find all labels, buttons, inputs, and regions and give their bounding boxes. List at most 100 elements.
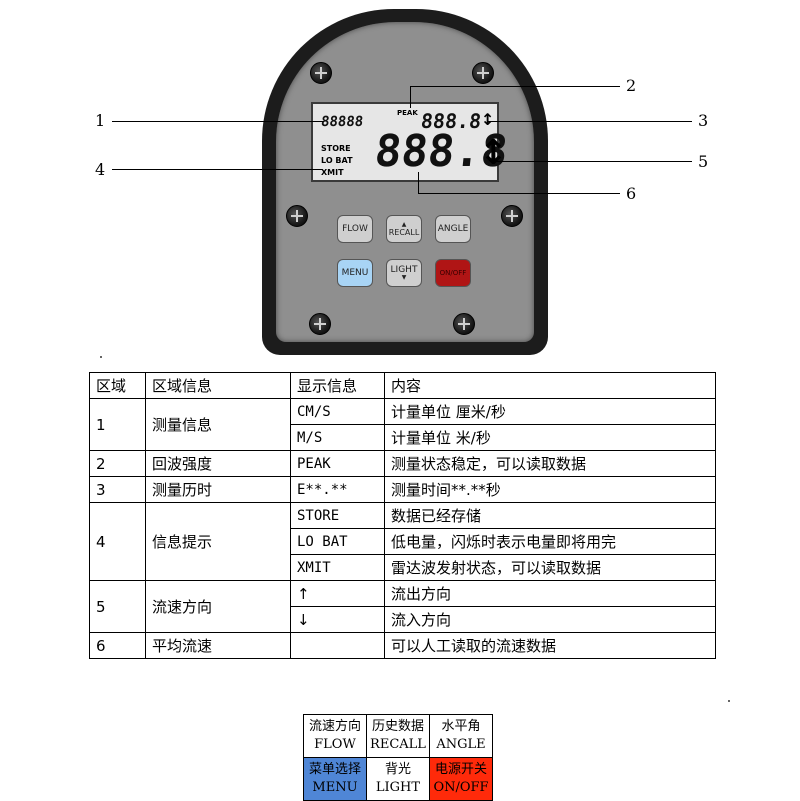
table-row: 3 测量历时 E**.** 测量时间**.**秒	[89, 476, 716, 503]
screw-icon	[472, 62, 494, 84]
key-flow-cn: 流速方向	[308, 719, 361, 734]
light-button-label: LIGHT	[390, 264, 418, 275]
leader-line-6	[418, 193, 620, 194]
zone-info-cell: 流速方向	[145, 580, 291, 633]
zone-cell: 3	[89, 476, 146, 503]
leader-line-5	[490, 161, 692, 162]
zone-info-cell: 信息提示	[145, 502, 291, 581]
zone-info-cell: 测量信息	[145, 398, 291, 451]
content-cell: 流入方向	[384, 606, 716, 633]
callout-2: 2	[626, 76, 637, 95]
scan-dot	[100, 356, 102, 358]
table-row: 2 回波强度 PEAK 测量状态稳定，可以读取数据	[89, 450, 716, 477]
key-onoff-cn: 电源开关	[434, 762, 487, 777]
content-cell: 计量单位 厘米/秒	[384, 398, 716, 425]
zone-info-cell: 回波强度	[145, 450, 291, 477]
content-cell: 流出方向	[384, 580, 716, 607]
power-button[interactable]: ON/OFF	[435, 259, 471, 287]
flow-button[interactable]: FLOW	[337, 215, 373, 243]
zone-cell: 1	[89, 398, 146, 451]
device-body	[262, 9, 548, 355]
table-row: 4 信息提示 STORE 数据已经存储	[89, 502, 716, 581]
content-cell: 低电量，闪烁时表示电量即将用完	[384, 528, 716, 555]
table-header-row: 区域 区域信息 显示信息 内容	[89, 372, 716, 399]
screw-icon	[309, 313, 331, 335]
key-onoff: 电源开关 ON/OFF	[429, 757, 493, 801]
callout-5: 5	[698, 152, 709, 171]
key-menu-cn: 菜单选择	[308, 762, 361, 777]
up-arrow-icon: ↑	[290, 580, 385, 607]
leader-line-6-vertical	[418, 172, 419, 194]
zone-cell: 2	[89, 450, 146, 477]
table-row: LO BAT 低电量，闪烁时表示电量即将用完	[90, 528, 716, 555]
leader-line-3	[488, 121, 692, 122]
recall-button[interactable]: ▲ RECALL	[386, 215, 422, 243]
zone-info-cell: 平均流速	[145, 632, 291, 659]
menu-button-label: MENU	[341, 267, 369, 278]
lcd-xmit-label: XMIT	[321, 168, 344, 177]
display-cell	[290, 632, 385, 659]
display-cell: CM/S	[290, 398, 385, 425]
screw-icon	[501, 205, 523, 227]
display-cell: LO BAT	[290, 528, 385, 555]
screw-icon	[286, 205, 308, 227]
table-row: 1 测量信息 CM/S 计量单位 厘米/秒	[89, 398, 716, 451]
lcd-small-digits: 88888	[320, 114, 364, 130]
lcd-big-arrow-icon: ↕	[479, 133, 508, 173]
zone-info-cell: 测量历时	[145, 476, 291, 503]
key-light-cn: 背光	[384, 762, 411, 777]
table-row: 5 流速方向 ↑ 流出方向	[89, 580, 716, 633]
lcd-lobat-label: LO BAT	[321, 156, 353, 165]
key-light-en: LIGHT	[375, 780, 421, 795]
key-light: 背光 LIGHT	[366, 757, 430, 801]
table-row: ↓ 流入方向	[90, 606, 716, 633]
content-cell: 雷达波发射状态，可以读取数据	[384, 554, 716, 581]
key-menu: 菜单选择 MENU	[303, 757, 367, 801]
zone-cell: 6	[89, 632, 146, 659]
zone-cell: 5	[89, 580, 146, 633]
table-row: 6 平均流速 可以人工读取的流速数据	[89, 632, 716, 659]
flow-button-label: FLOW	[342, 223, 368, 234]
scan-dot	[728, 700, 730, 702]
display-cell: E**.**	[290, 476, 385, 503]
recall-button-label: RECALL	[388, 227, 420, 237]
key-recall: 历史数据 RECALL	[366, 714, 430, 758]
header-display-info: 显示信息	[290, 372, 385, 399]
callout-6: 6	[626, 184, 637, 203]
display-cell: XMIT	[290, 554, 385, 581]
key-angle-cn: 水平角	[441, 719, 481, 734]
zone-cell: 4	[89, 502, 146, 581]
leader-line-2-vertical	[410, 86, 411, 108]
table-row: M/S 计量单位 米/秒	[90, 424, 716, 451]
content-cell: 数据已经存储	[384, 502, 716, 529]
content-cell: 测量时间**.**秒	[384, 476, 716, 503]
header-zone: 区域	[89, 372, 146, 399]
header-zone-info: 区域信息	[145, 372, 291, 399]
header-content: 内容	[384, 372, 716, 399]
key-angle: 水平角 ANGLE	[429, 714, 493, 758]
screw-icon	[453, 313, 475, 335]
angle-button-label: ANGLE	[437, 223, 469, 234]
key-menu-en: MENU	[312, 780, 358, 795]
callout-3: 3	[698, 111, 709, 130]
screw-icon	[310, 62, 332, 84]
key-angle-en: ANGLE	[436, 737, 486, 752]
callout-1: 1	[95, 111, 106, 130]
content-cell: 计量单位 米/秒	[384, 424, 716, 451]
key-onoff-en: ON/OFF	[433, 780, 489, 795]
key-recall-cn: 历史数据	[371, 719, 424, 734]
table-row: XMIT 雷达波发射状态，可以读取数据	[90, 554, 716, 581]
key-legend-row: 流速方向 FLOW 历史数据 RECALL 水平角 ANGLE	[303, 714, 493, 758]
menu-button[interactable]: MENU	[337, 259, 373, 287]
key-legend-table: 流速方向 FLOW 历史数据 RECALL 水平角 ANGLE 菜单选择 MEN…	[303, 714, 493, 801]
key-legend-row: 菜单选择 MENU 背光 LIGHT 电源开关 ON/OFF	[303, 757, 493, 801]
light-button[interactable]: LIGHT ▼	[386, 259, 422, 287]
key-recall-en: RECALL	[370, 737, 426, 752]
angle-button[interactable]: ANGLE	[435, 215, 471, 243]
lcd-display: 88888 PEAK 888.8 ↕ STORE LO BAT XMIT 888…	[311, 102, 510, 182]
up-arrow-icon: ▲	[401, 220, 407, 228]
display-cell: STORE	[290, 502, 385, 529]
content-cell: 可以人工读取的流速数据	[384, 632, 716, 659]
lcd-store-label: STORE	[321, 144, 351, 153]
leader-line-1	[112, 121, 324, 122]
